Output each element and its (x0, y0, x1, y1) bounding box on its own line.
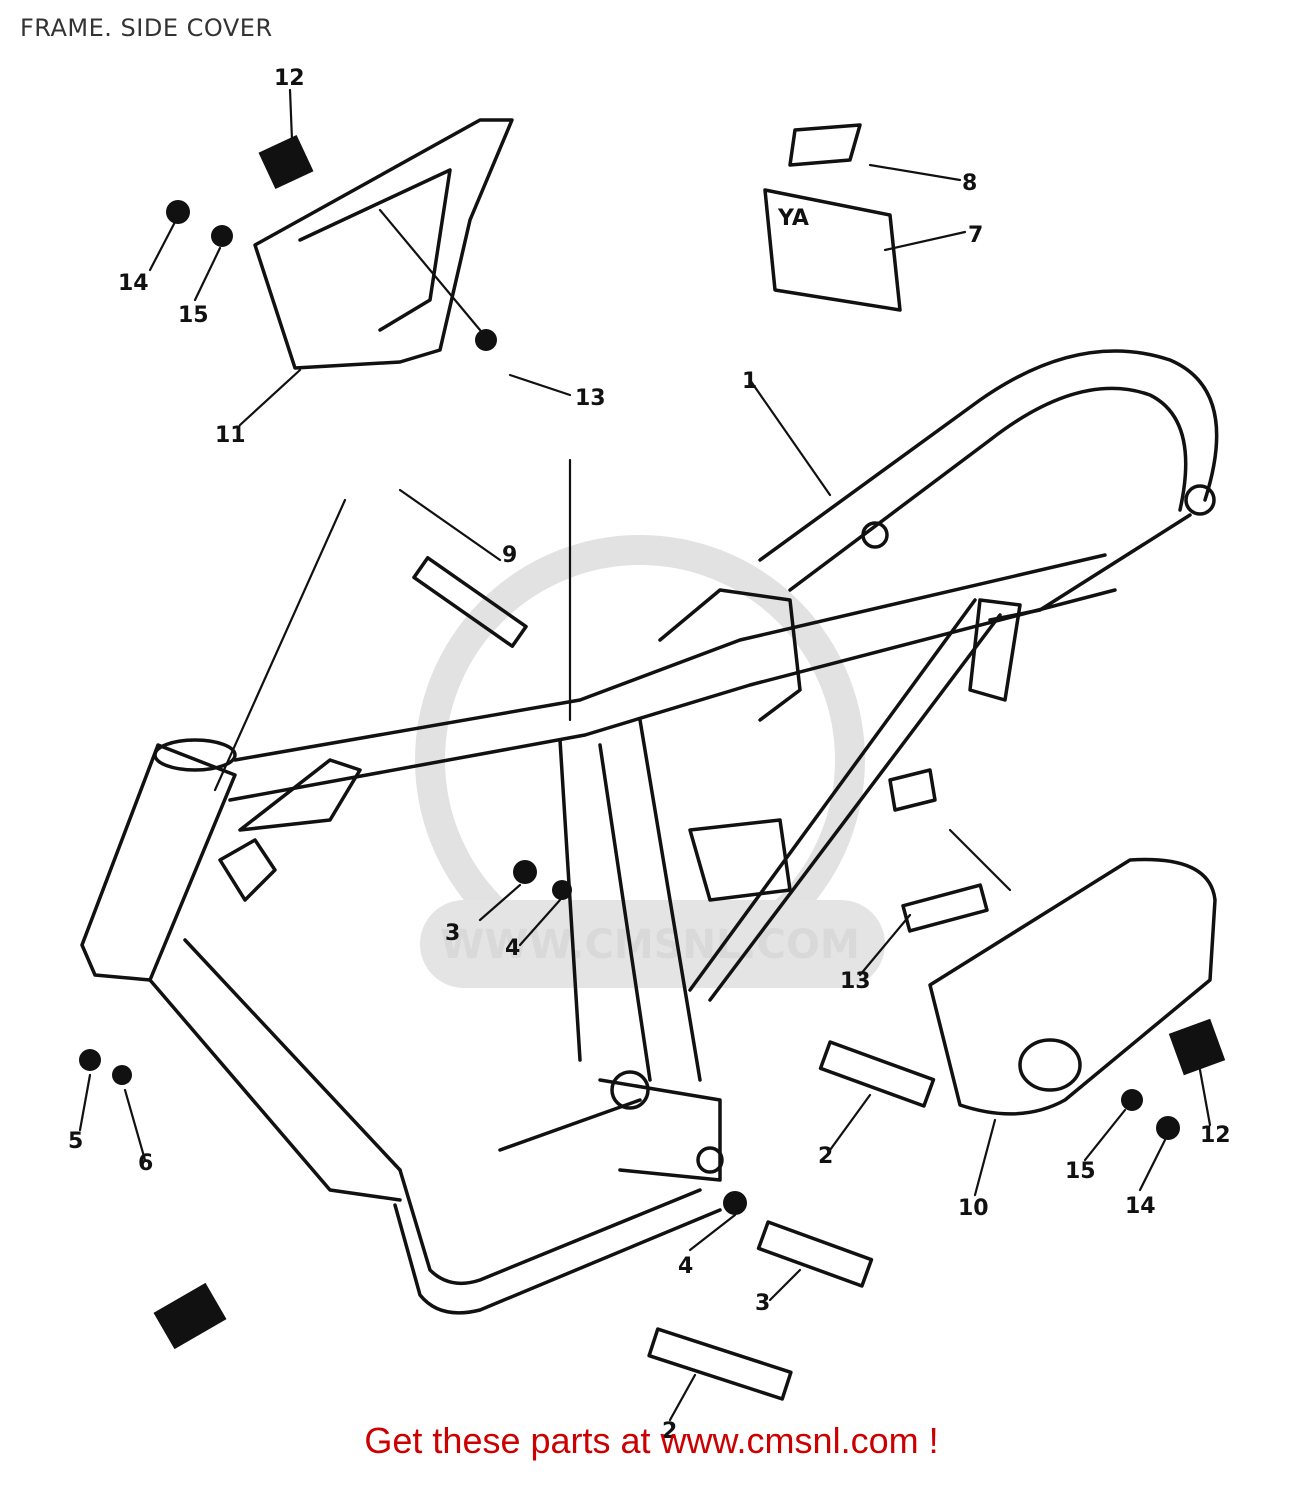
page-title: FRAME. SIDE COVER (20, 14, 273, 42)
callout-11: 11 (215, 423, 246, 448)
leader-lines (78, 88, 1212, 1422)
callout-9: 9 (502, 543, 517, 568)
callout-2: 2 (818, 1144, 833, 1169)
callout-7: 7 (968, 223, 983, 248)
callout-3-mid: 3 (445, 921, 460, 946)
callout-12-bottom: 12 (1200, 1123, 1231, 1148)
callout-15-top: 15 (178, 303, 209, 328)
side-cover-left (253, 118, 514, 370)
parts-link-banner[interactable]: Get these parts at www.cmsnl.com ! (364, 1420, 939, 1461)
watermark: WWW.CMSNL.COM (415, 535, 885, 988)
callout-14-bottom: 14 (1125, 1194, 1156, 1219)
callout-3-bottom: 3 (755, 1291, 770, 1316)
callout-14-top: 14 (118, 271, 149, 296)
callout-13-top: 13 (575, 386, 606, 411)
callout-4-mid: 4 (505, 936, 520, 961)
watermark-text: WWW.CMSNL.COM (440, 922, 860, 968)
callout-13-right: 13 (840, 969, 871, 994)
emblem-plate: YA (763, 123, 902, 312)
hardware (79, 134, 1226, 1401)
callout-15-bottom: 15 (1065, 1159, 1096, 1184)
svg-text:YA: YA (777, 206, 809, 231)
main-frame (80, 349, 1219, 1315)
callout-2-bottom: 2 (662, 1419, 677, 1444)
callout-12-top: 12 (274, 66, 305, 91)
callouts: 12 14 15 11 13 8 7 1 9 3 4 13 2 10 15 14… (68, 66, 1231, 1444)
callout-6: 6 (138, 1151, 153, 1176)
callout-1: 1 (742, 369, 757, 394)
side-cover-right (928, 828, 1217, 1116)
callout-5: 5 (68, 1129, 83, 1154)
callout-10: 10 (958, 1196, 989, 1221)
callout-8: 8 (962, 171, 977, 196)
callout-4-bottom: 4 (678, 1254, 693, 1279)
